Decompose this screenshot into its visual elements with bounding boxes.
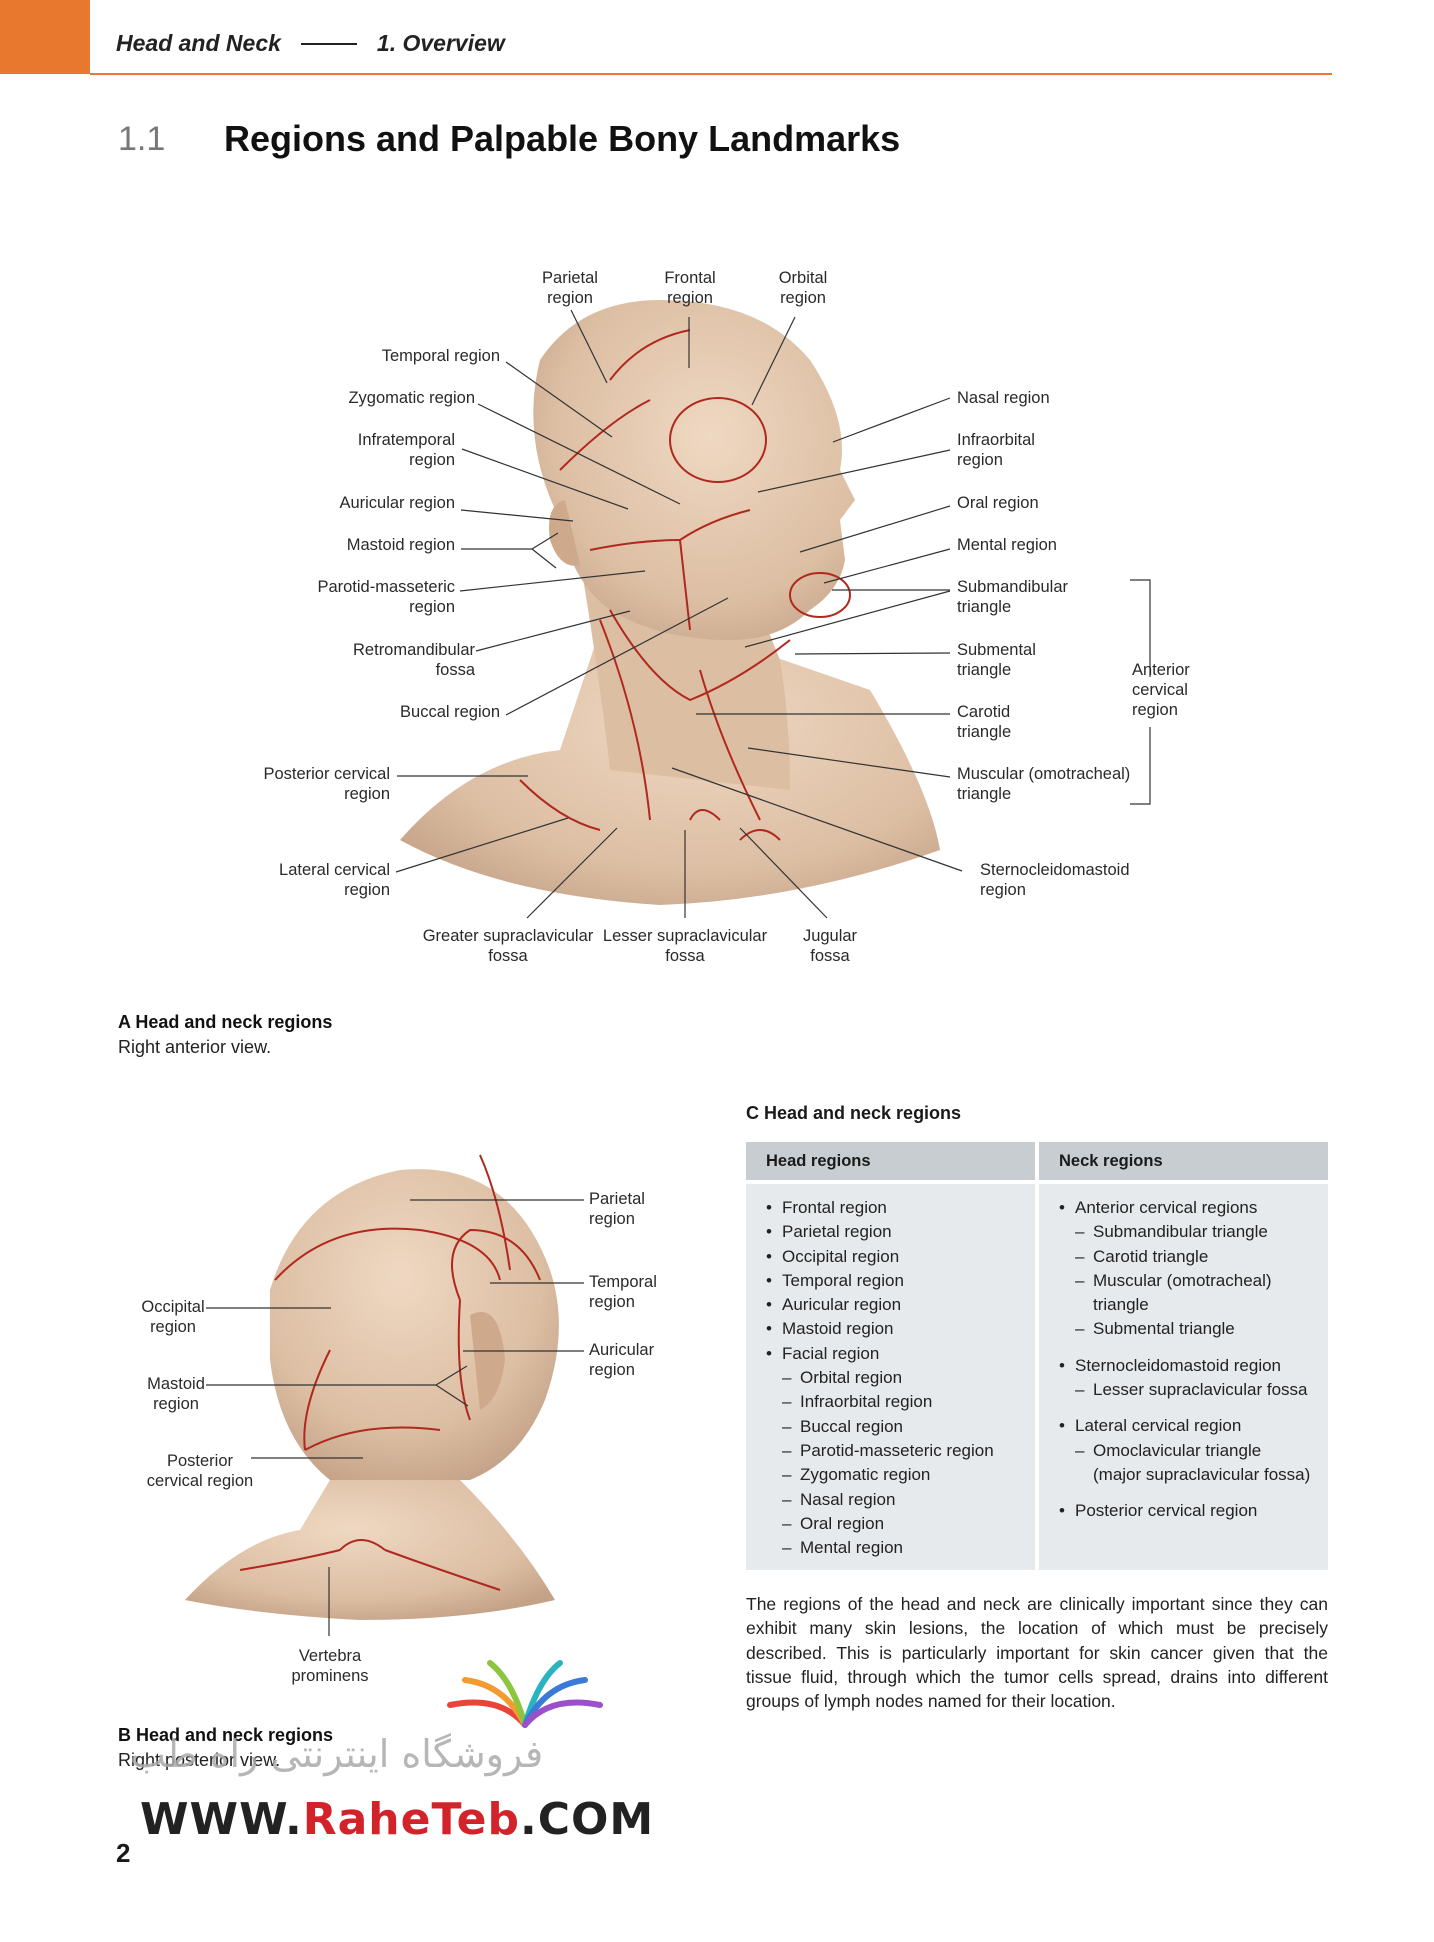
list-gap xyxy=(1057,1487,1328,1499)
list-item: Facial region xyxy=(764,1342,1035,1367)
label-sternocleidomastoid-a: Sternocleidomastoid region xyxy=(980,861,1130,899)
watermark-prefix: WWW. xyxy=(140,1794,303,1845)
list-subitem: Infraorbital region xyxy=(764,1390,1035,1415)
label-greater-supraclavicular-a: Greater supraclavicular fossa xyxy=(422,927,594,965)
list-subitem: Submandibular triangle xyxy=(1057,1220,1328,1245)
list-item: Anterior cervical regions xyxy=(1057,1196,1328,1221)
label-orbital-a: Orbital region xyxy=(778,269,828,307)
list-subitem: Zygomatic region xyxy=(764,1463,1035,1488)
figure-a-caption-subtitle: Right anterior view. xyxy=(118,1037,272,1057)
watermark-book-logo xyxy=(447,1660,603,1728)
header-chapter: 1. Overview xyxy=(376,30,505,56)
watermark-persian-text: فروشگاه اینترنتی راه طب xyxy=(130,1732,544,1776)
label-parietal-b: Parietal region xyxy=(589,1190,645,1228)
table-column-neck-regions: Anterior cervical regions Submandibular … xyxy=(1039,1184,1328,1570)
running-header: Head and Neck 1. Overview xyxy=(116,30,505,57)
list-item: Temporal region xyxy=(764,1269,1035,1294)
label-infratemporal-a: Infratemporal region xyxy=(357,431,455,469)
list-item: Occipital region xyxy=(764,1245,1035,1270)
label-posterior-cervical-b: Posterior cervical region xyxy=(146,1452,254,1490)
header-dash xyxy=(300,42,357,45)
list-subitem: Omoclavicular triangle xyxy=(1057,1439,1328,1464)
page-number: 2 xyxy=(116,1838,131,1868)
label-vertebra-prominens-b: Vertebra prominens xyxy=(291,1647,369,1685)
figure-b-caption-subtitle: Right posterior view. xyxy=(118,1750,281,1770)
list-subitem: Submental triangle xyxy=(1057,1317,1328,1342)
label-frontal-a: Frontal region xyxy=(664,269,716,307)
table-c-title: C Head and neck regions xyxy=(746,1103,962,1123)
label-auricular-a: Auricular region xyxy=(339,494,455,512)
head-posterior-drawing xyxy=(185,1154,584,1636)
table-header-neck-regions: Neck regions xyxy=(1039,1142,1328,1180)
section-title: Regions and Palpable Bony Landmarks xyxy=(224,118,901,159)
list-subitem: Carotid triangle xyxy=(1057,1245,1328,1270)
label-jugular-a: Jugular fossa xyxy=(802,927,858,965)
list-subitem-continued: (major supraclavicular fossa) xyxy=(1093,1464,1311,1484)
label-zygomatic-a: Zygomatic region xyxy=(348,389,475,407)
label-retromandibular-a: Retromandibular fossa xyxy=(353,641,475,679)
figure-b-illustration xyxy=(0,1100,720,1700)
list-item: Posterior cervical region xyxy=(1057,1499,1328,1524)
header-section: Head and Neck xyxy=(116,30,281,56)
label-carotid-a: Carotid triangle xyxy=(957,703,1012,741)
list-gap xyxy=(1057,1342,1328,1354)
list-subitem: Buccal region xyxy=(764,1415,1035,1440)
label-occipital-b: Occipital region xyxy=(141,1298,205,1336)
body-paragraph: The regions of the head and neck are cli… xyxy=(746,1594,1328,1712)
label-infraorbital-a: Infraorbital region xyxy=(957,431,1035,469)
figure-a-caption-title: A Head and neck regions xyxy=(118,1012,333,1032)
label-mastoid-a: Mastoid region xyxy=(346,536,455,554)
list-item: Sternocleidomastoid region xyxy=(1057,1354,1328,1379)
label-lesser-supraclavicular-a: Lesser supraclavicular fossa xyxy=(602,927,768,965)
list-gap xyxy=(1057,1402,1328,1414)
label-mental-a: Mental region xyxy=(957,536,1057,554)
list-subitem: Orbital region xyxy=(764,1366,1035,1391)
header-rule xyxy=(90,73,1332,75)
label-oral-a: Oral region xyxy=(957,494,1039,512)
watermark-url: WWW.RaheTeb.COM xyxy=(140,1794,654,1845)
figure-b-caption-title: B Head and neck regions xyxy=(118,1725,334,1745)
list-item: Lateral cervical region xyxy=(1057,1414,1328,1439)
header-accent-block xyxy=(0,0,90,74)
label-lateral-cervical-a: Lateral cervical region xyxy=(279,861,390,899)
list-subitem: Oral region xyxy=(764,1512,1035,1537)
label-buccal-a: Buccal region xyxy=(400,703,500,721)
list-subitem: Lesser supraclavicular fossa xyxy=(1057,1378,1328,1403)
list-subitem-continued: triangle xyxy=(1093,1295,1149,1315)
regions-table: Head regions Neck regions Frontal region… xyxy=(746,1142,1328,1570)
label-temporal-b: Temporal region xyxy=(589,1273,657,1311)
label-submandibular-a: Submandibular triangle xyxy=(957,578,1068,616)
table-column-head-regions: Frontal region Parietal region Occipital… xyxy=(746,1184,1035,1570)
watermark-brand: RaheTeb xyxy=(302,1794,520,1845)
list-subitem: Muscular (omotracheal) xyxy=(1057,1269,1328,1294)
list-item: Parietal region xyxy=(764,1220,1035,1245)
label-anterior-cervical-a: Anterior cervical region xyxy=(1132,661,1190,719)
label-mastoid-b: Mastoid region xyxy=(147,1375,205,1413)
list-subitem: Nasal region xyxy=(764,1488,1035,1513)
list-item: Mastoid region xyxy=(764,1317,1035,1342)
label-parietal-a: Parietal region xyxy=(542,269,598,307)
list-subitem: Parotid-masseteric region xyxy=(764,1439,1035,1464)
section-number: 1.1 xyxy=(118,120,166,158)
label-temporal-a: Temporal region xyxy=(381,347,500,365)
table-header-head-regions: Head regions xyxy=(746,1142,1035,1180)
list-subitem: Mental region xyxy=(764,1536,1035,1561)
label-muscular-a: Muscular (omotracheal) triangle xyxy=(957,765,1131,803)
label-submental-a: Submental triangle xyxy=(957,641,1036,679)
label-parotid-masseteric-a: Parotid-masseteric region xyxy=(317,578,455,616)
label-auricular-b: Auricular region xyxy=(589,1341,655,1379)
list-item: Frontal region xyxy=(764,1196,1035,1221)
label-posterior-cervical-a: Posterior cervical region xyxy=(263,765,390,803)
list-item: Auricular region xyxy=(764,1293,1035,1318)
label-nasal-a: Nasal region xyxy=(957,389,1050,407)
watermark-suffix: .COM xyxy=(519,1794,655,1845)
